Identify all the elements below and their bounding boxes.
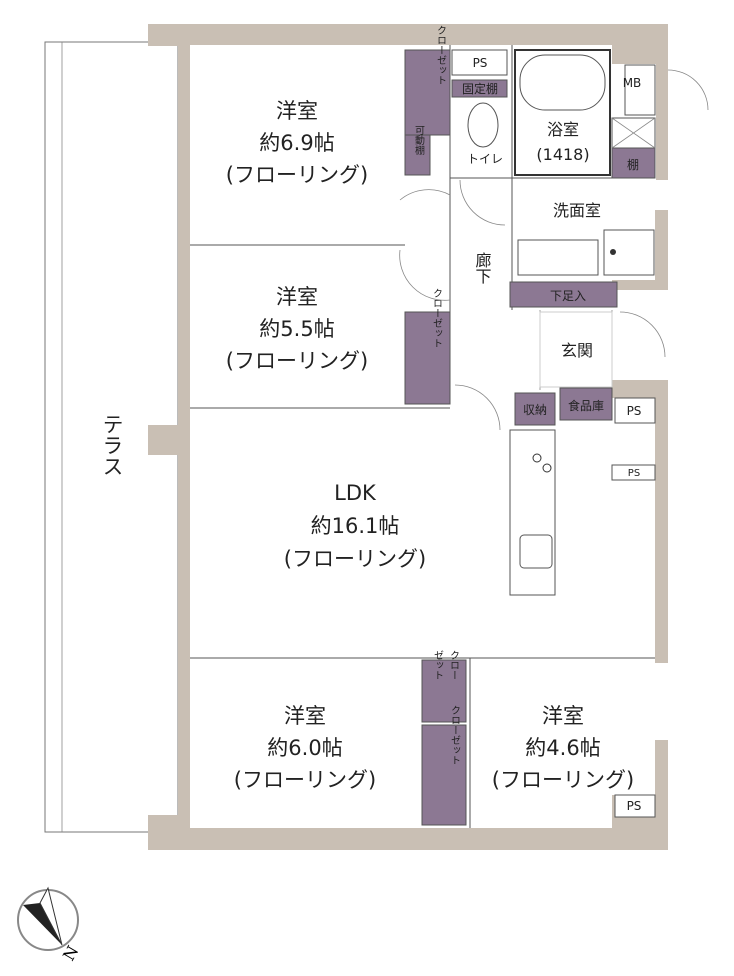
room-bed2: 洋室 約5.5帖 (フローリング) [226, 285, 368, 373]
ps-label-3: PS [628, 468, 640, 479]
ps-label-2: PS [627, 404, 642, 418]
room-ldk: LDK 約16.1帖 (フローリング) [284, 481, 426, 571]
room-size: 約5.5帖 [259, 317, 334, 341]
hallway-label: 廊下 [473, 252, 492, 284]
toilet-label: トイレ [467, 152, 503, 166]
room-name: 洋室 [542, 704, 584, 728]
fixed-shelf-label: 固定棚 [462, 81, 498, 96]
room-size: 約6.9帖 [259, 131, 334, 155]
walls [148, 24, 668, 850]
terrace-label: テラス [100, 414, 124, 477]
mb-label: MB [623, 76, 642, 90]
room-name: 洋室 [284, 704, 326, 728]
movable-shelf-label: 可動棚 [413, 125, 425, 156]
compass-icon: N [17, 886, 82, 964]
closet-label-bed1: クローゼット [435, 25, 447, 85]
storage-label: 収納 [523, 403, 547, 417]
shelf-label: 棚 [627, 157, 639, 172]
closets: クローゼット 可動棚 クローゼット クロー ゼット クローゼット 固定棚 棚 下… [404, 25, 656, 826]
toilet-icon [467, 102, 499, 148]
room-bed1: 洋室 約6.9帖 (フローリング) [226, 99, 368, 187]
ps-boxes: PS PS PS PS MB [451, 49, 656, 818]
washroom-label: 洗面室 [553, 201, 601, 220]
closet-label-a: クロー [448, 650, 459, 680]
room-bed3: 洋室 約6.0帖 (フローリング) [234, 704, 376, 792]
stove-burner-icon [532, 453, 542, 463]
room-size: 約6.0帖 [267, 736, 342, 760]
room-bed4: 洋室 約4.6帖 (フローリング) [492, 704, 634, 792]
fixtures [399, 49, 709, 569]
room-size: 約16.1帖 [311, 514, 400, 538]
pantry-label: 食品庫 [568, 398, 604, 413]
ps-label-1: PS [473, 56, 488, 70]
room-floor: (フローリング) [234, 768, 376, 792]
room-floor: (フローリング) [226, 163, 368, 187]
closet-label-bed2: クローゼット [431, 288, 443, 348]
room-floor: (フローリング) [284, 547, 426, 571]
room-floor: (フローリング) [492, 768, 634, 792]
bath-size-label: (1418) [536, 145, 589, 164]
shoe-storage-label: 下足入 [550, 289, 586, 303]
ps-label-4: PS [627, 799, 642, 813]
bathroom-label: 浴室 [547, 120, 579, 139]
kitchen-sink-icon [519, 534, 553, 569]
room-floor: (フローリング) [226, 349, 368, 373]
entrance-label: 玄関 [561, 341, 593, 360]
closet-label-bed3: クローゼット [449, 705, 461, 765]
closet-label-b: ゼット [432, 650, 444, 680]
room-size: 約4.6帖 [525, 736, 600, 760]
room-name: 洋室 [276, 99, 318, 123]
room-name: LDK [334, 481, 377, 505]
room-name: 洋室 [276, 285, 318, 309]
sink-icon [517, 239, 599, 276]
